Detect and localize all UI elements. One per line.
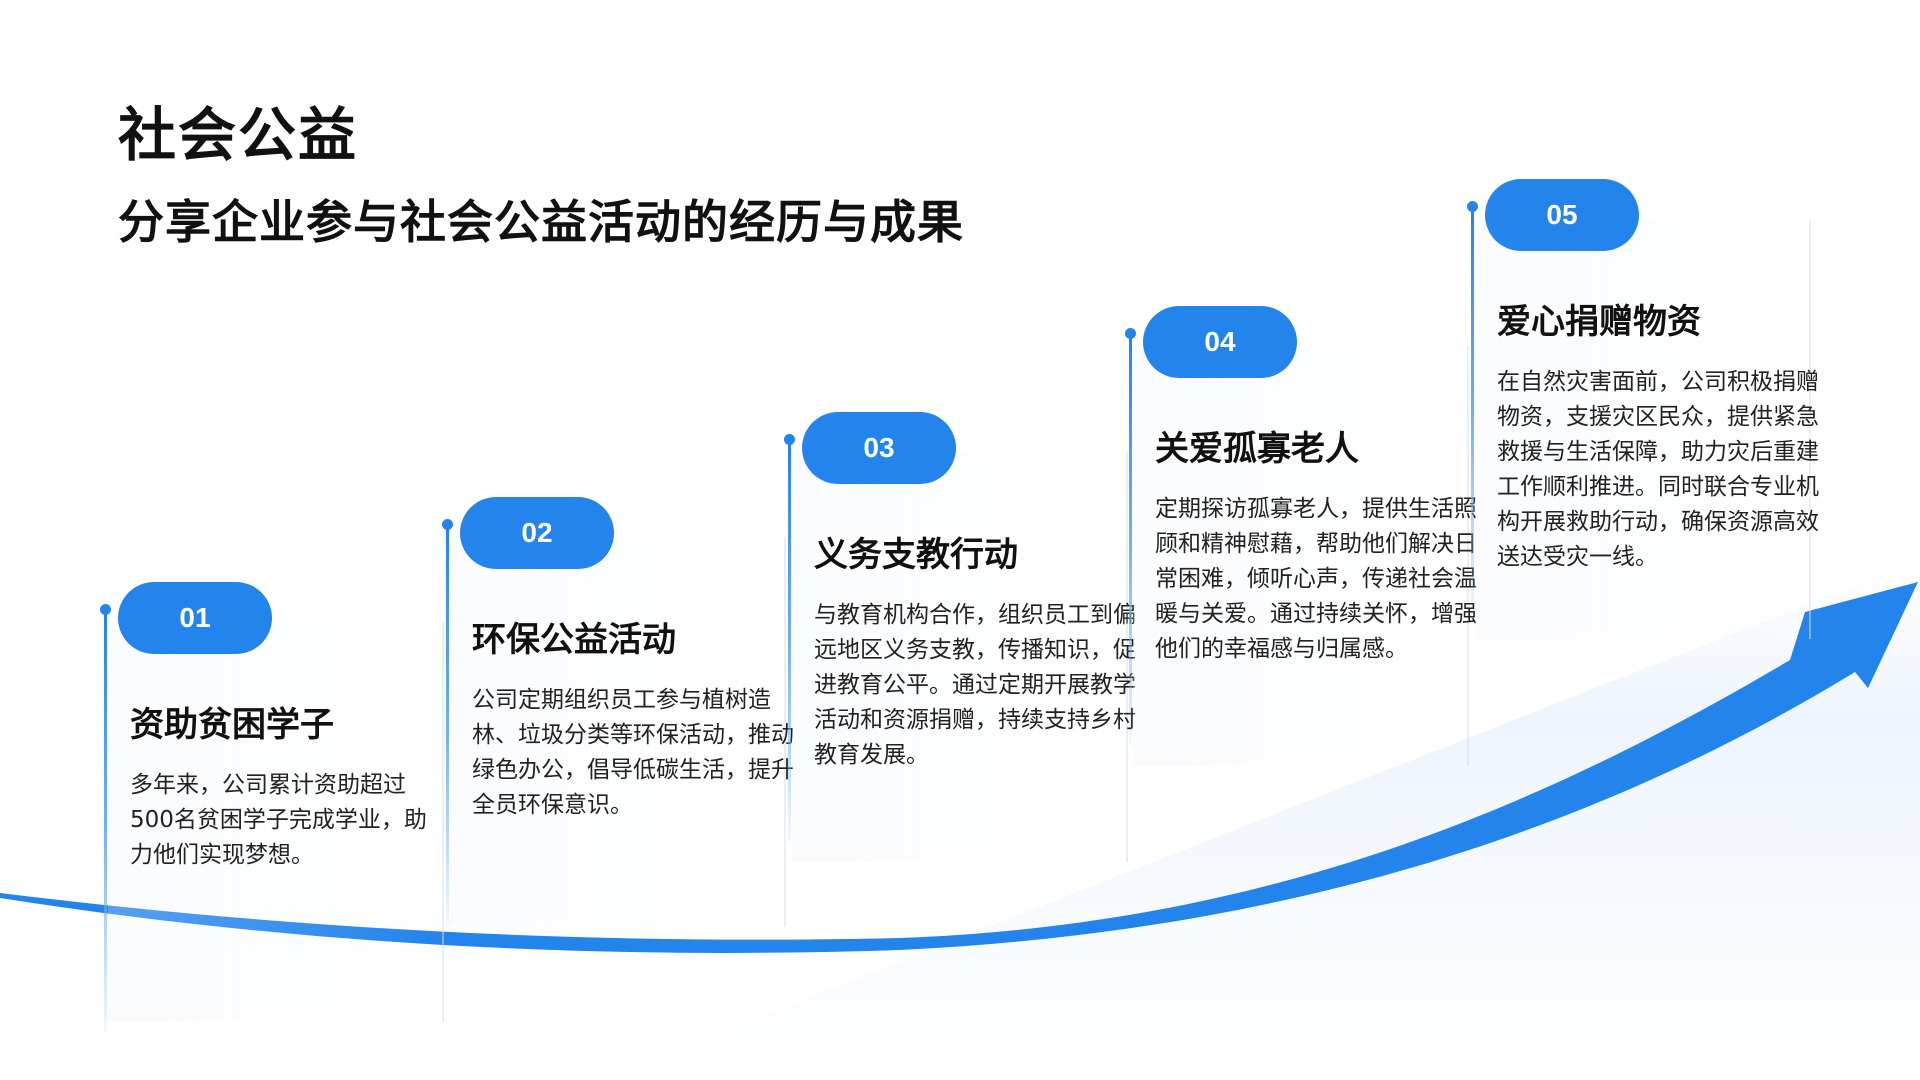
card-shade	[450, 537, 786, 927]
timeline-dot	[100, 604, 111, 615]
timeline-dot	[442, 519, 453, 530]
page-subtitle: 分享企业参与社会公益活动的经历与成果	[118, 195, 964, 249]
card-shade	[1133, 346, 1469, 766]
timeline-dot	[1467, 201, 1478, 212]
timeline-rail	[1471, 209, 1474, 619]
step-description: 多年来，公司累计资助超过500名贫困学子完成学业，助力他们实现梦想。	[130, 772, 427, 868]
page-title: 社会公益	[118, 101, 359, 169]
step-heading: 爱心捐赠物资	[1497, 302, 1701, 342]
timeline-rail	[104, 612, 107, 1032]
timeline-dot	[784, 434, 795, 445]
step-description: 在自然灾害面前，公司积极捐赠物资，支援灾区民众，提供紧急救援与生活保障，助力灾后…	[1497, 369, 1819, 570]
card-shade	[792, 452, 1128, 862]
step-heading: 环保公益活动	[472, 620, 676, 660]
step-number-badge: 05	[1485, 179, 1639, 251]
step-heading: 资助贫困学子	[130, 705, 334, 745]
step-number-badge: 01	[118, 582, 272, 654]
step-number-badge: 02	[460, 497, 614, 569]
timeline-dot	[1125, 328, 1136, 339]
step-heading: 义务支教行动	[814, 535, 1018, 575]
step-description: 与教育机构合作，组织员工到偏远地区义务支教，传播知识，促进教育公平。通过定期开展…	[814, 602, 1136, 768]
timeline-rail	[446, 527, 449, 927]
timeline-rail	[1129, 336, 1132, 746]
card-shade	[108, 622, 444, 1022]
step-number-badge: 04	[1143, 306, 1297, 378]
card-shade	[1475, 219, 1811, 639]
step-number-badge: 03	[802, 412, 956, 484]
step-description: 公司定期组织员工参与植树造林、垃圾分类等环保活动，推动绿色办公，倡导低碳生活，提…	[472, 687, 794, 818]
step-heading: 关爱孤寡老人	[1155, 429, 1359, 469]
step-description: 定期探访孤寡老人，提供生活照顾和精神慰藉，帮助他们解决日常困难，倾听心声，传递社…	[1155, 496, 1477, 662]
timeline-rail	[788, 442, 791, 842]
